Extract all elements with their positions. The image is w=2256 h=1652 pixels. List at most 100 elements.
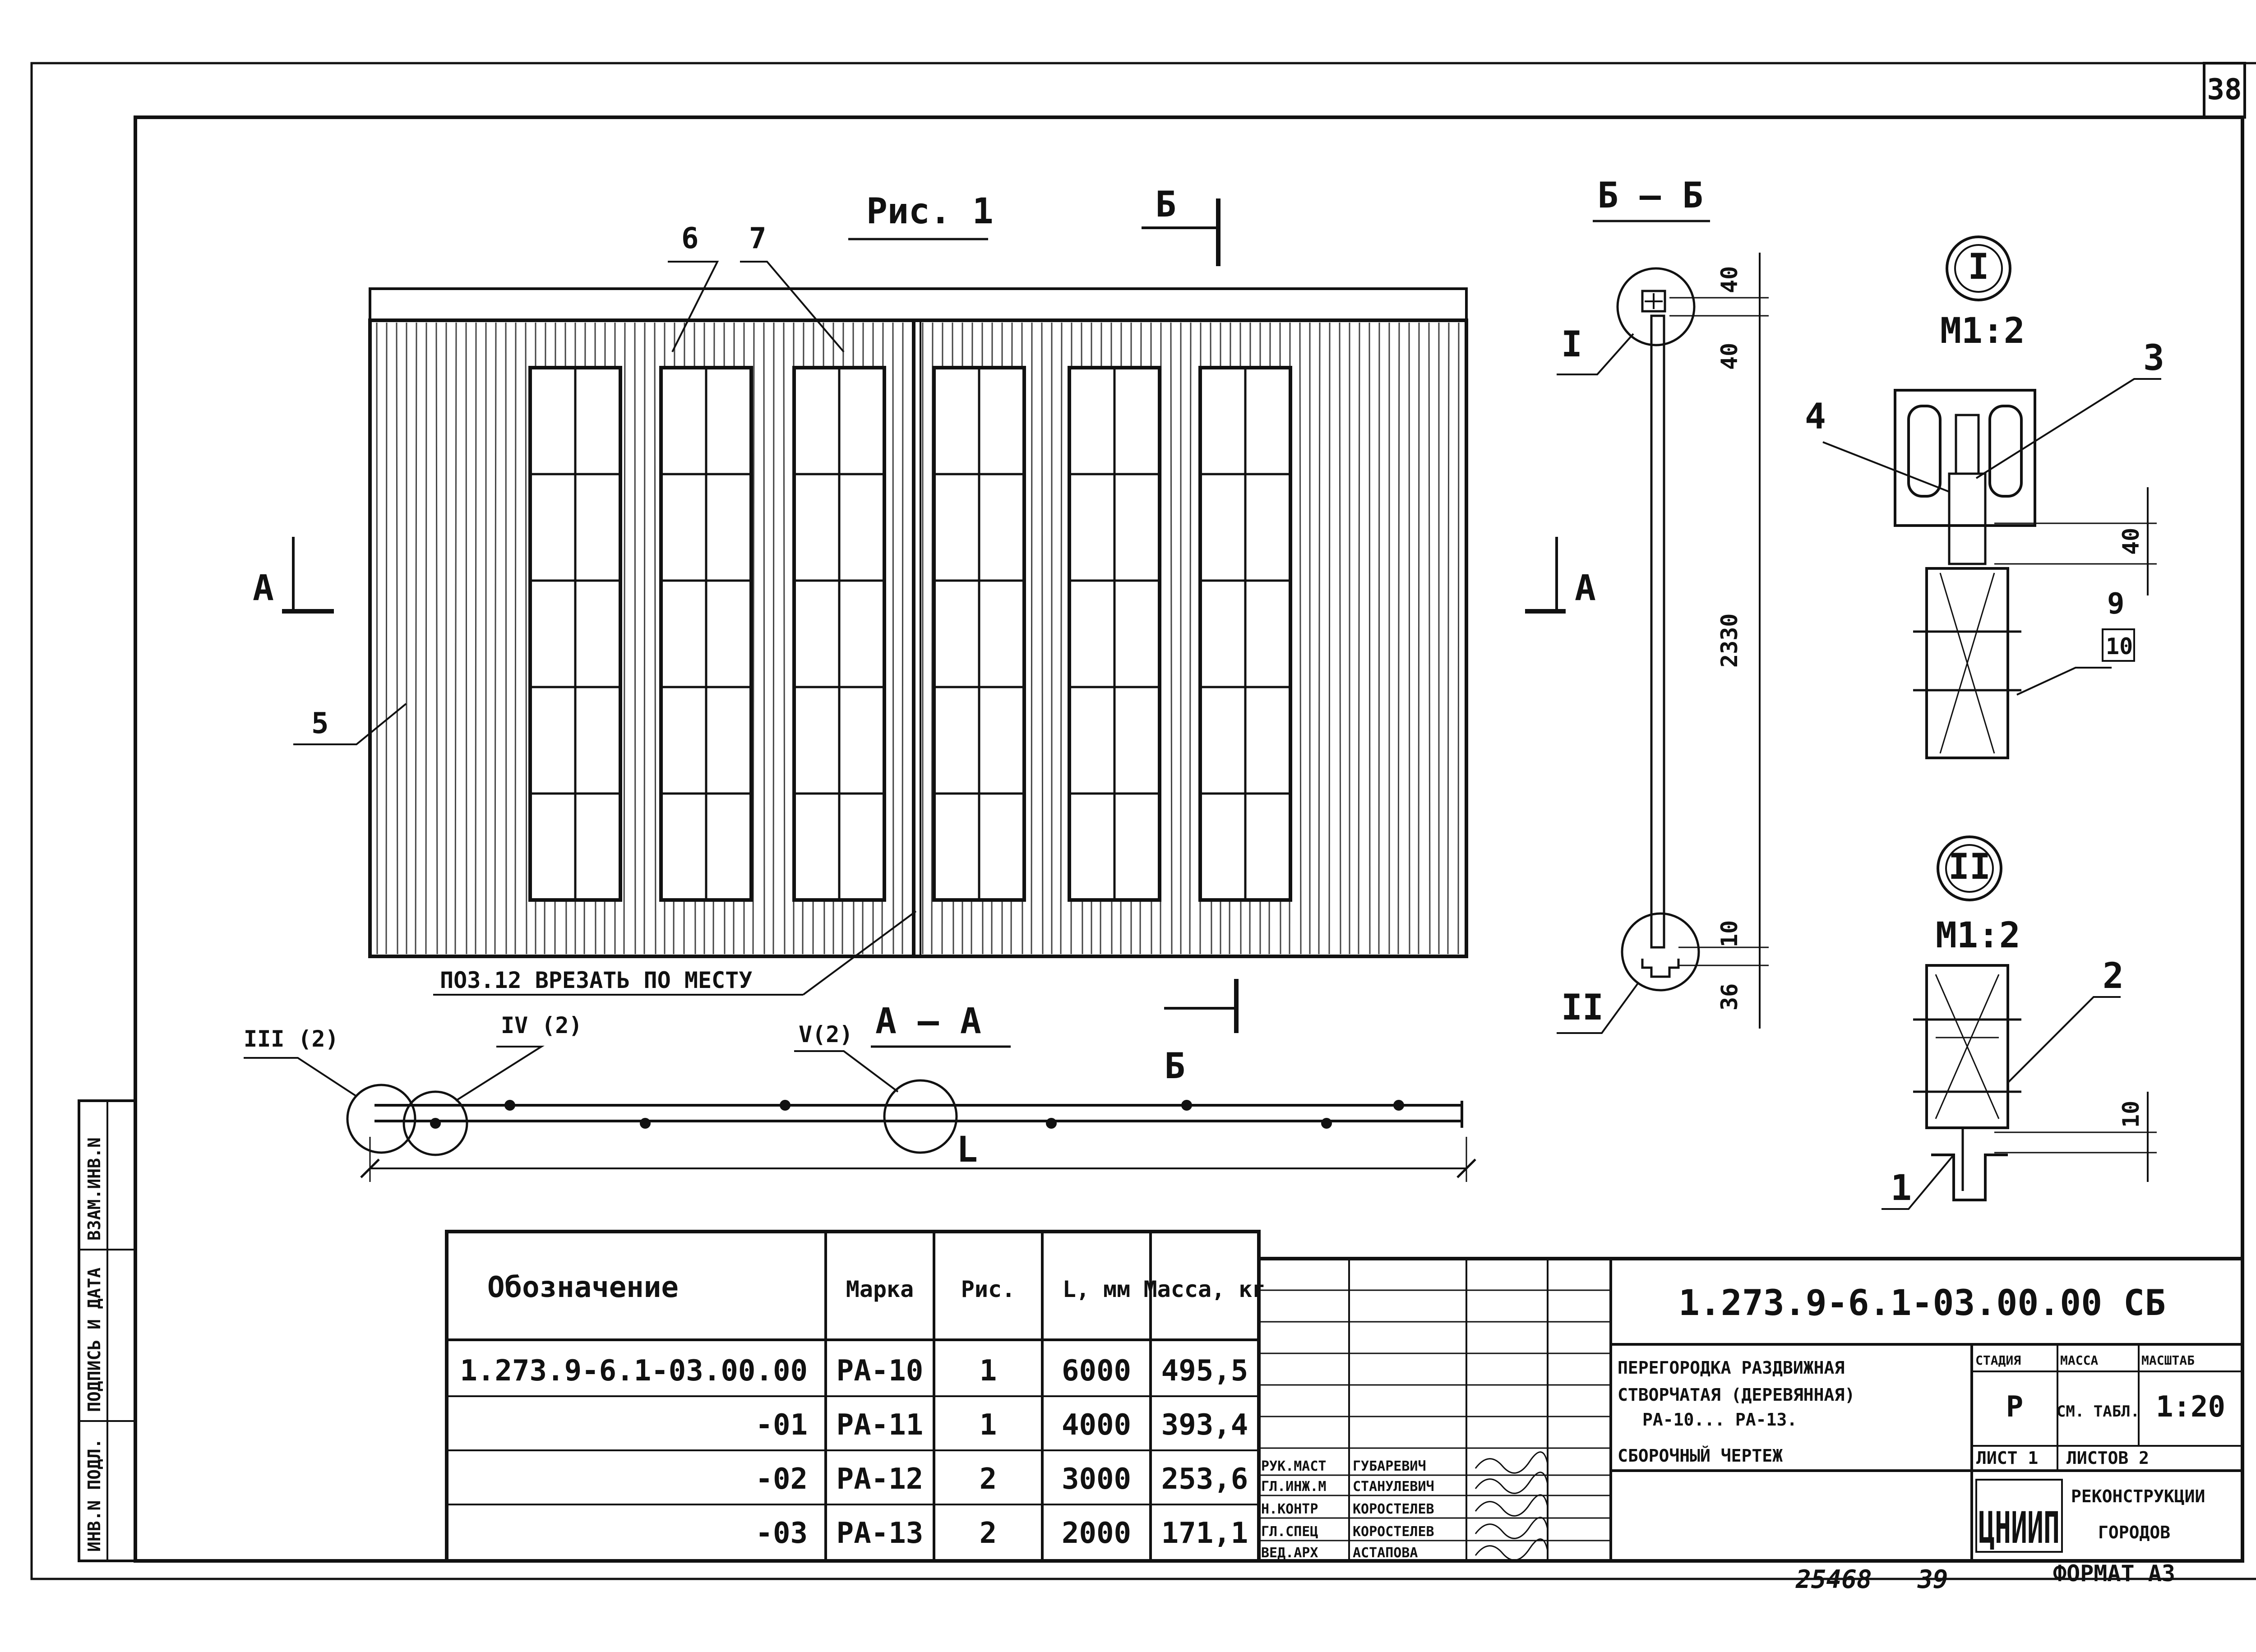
detail-I-pos-3: 3 <box>2143 338 2164 378</box>
svg-text:-01: -01 <box>755 1408 808 1442</box>
detail-II-pos-2: 2 <box>2103 956 2124 997</box>
svg-text:-02: -02 <box>755 1463 808 1496</box>
spec-row: -03 РА-13 2 2000 171,1 <box>755 1517 1248 1550</box>
detail-II <box>1913 835 2157 1201</box>
length-label: L <box>957 1130 978 1170</box>
svg-text:Н.КОНТР: Н.КОНТР <box>1261 1501 1318 1517</box>
doc-title-line-1: ПЕРЕГОРОДКА РАЗДВИЖНАЯ <box>1618 1358 1845 1378</box>
side-stamp-inv: ИНВ.N ПОДЛ. <box>84 1438 104 1552</box>
detail-I-pos-9: 9 <box>2107 587 2125 621</box>
detail-I-scale: М1:2 <box>1940 311 2025 351</box>
bb-dim-10: 10 <box>1716 920 1743 947</box>
bb-dim-40a: 40 <box>1716 266 1743 293</box>
page-number: 39 <box>1917 1565 1948 1594</box>
callout-iii: III (2) <box>244 1026 339 1052</box>
svg-text:РА-10: РА-10 <box>837 1354 924 1388</box>
partition-elevation <box>368 287 1468 958</box>
side-stamp-replace: ВЗАМ.ИНВ.N <box>84 1137 104 1241</box>
org-logo <box>1975 1479 2063 1553</box>
spec-row: -01 РА-11 1 4000 393,4 <box>755 1408 1248 1442</box>
svg-text:2: 2 <box>980 1463 997 1496</box>
section-mark-a-left: А <box>253 537 334 614</box>
detail-I-title: I <box>1968 247 1989 287</box>
section-aa-title: А – А <box>875 1001 981 1042</box>
figure-label: Рис. 1 <box>866 191 994 232</box>
org-line-1: РЕКОНСТРУКЦИИ <box>2071 1486 2205 1506</box>
doc-title-line-3: РА-10... РА-13. <box>1642 1410 1797 1430</box>
svg-text:-03: -03 <box>755 1517 808 1550</box>
svg-text:1: 1 <box>980 1408 997 1442</box>
spec-header-length: L, мм <box>1063 1276 1131 1302</box>
callout-I-label: I <box>1561 324 1582 365</box>
side-stamp-sign: ПОДПИСЬ И ДАТА <box>84 1268 104 1412</box>
cut-in-note: ПОЗ.12 ВРЕЗАТЬ ПО МЕСТУ <box>440 967 752 993</box>
bb-dim-40b: 40 <box>1716 343 1743 370</box>
detail-I-pos-10: 10 <box>2106 633 2133 660</box>
signature-row: ГЛ.СПЕЦ КОРОСТЕЛЕВ <box>1261 1524 1434 1540</box>
detail-II-scale: М1:2 <box>1936 915 2020 956</box>
svg-text:ВЕД.АРХ: ВЕД.АРХ <box>1261 1545 1318 1561</box>
svg-text:РА-12: РА-12 <box>837 1463 924 1496</box>
svg-text:393,4: 393,4 <box>1161 1408 1248 1442</box>
spec-header-mark: Марка <box>846 1276 914 1302</box>
detail-II-pos-1: 1 <box>1891 1168 1912 1209</box>
svg-text:АСТАПОВА: АСТАПОВА <box>1353 1545 1418 1561</box>
svg-text:2000: 2000 <box>1062 1517 1131 1550</box>
svg-text:4000: 4000 <box>1062 1408 1131 1442</box>
sheet-number-box <box>2203 62 2246 119</box>
pos-5: 5 <box>311 707 329 740</box>
svg-text:3000: 3000 <box>1062 1463 1131 1496</box>
spec-row: 1.273.9-6.1-03.00.00 РА-10 1 6000 495,5 <box>460 1354 1248 1388</box>
svg-text:А: А <box>253 568 274 609</box>
svg-text:2: 2 <box>980 1517 997 1550</box>
svg-text:ГЛ.СПЕЦ: ГЛ.СПЕЦ <box>1261 1524 1318 1540</box>
stage-value: Р <box>2006 1390 2024 1424</box>
svg-text:1.273.9-6.1-03.00.00: 1.273.9-6.1-03.00.00 <box>460 1354 808 1388</box>
svg-text:ГУБАРЕВИЧ: ГУБАРЕВИЧ <box>1353 1458 1426 1474</box>
sheet-number: 38 <box>2207 73 2242 106</box>
spec-header-fig: Рис. <box>961 1276 1015 1302</box>
svg-text:6000: 6000 <box>1062 1354 1131 1388</box>
spec-row: -02 РА-12 2 3000 253,6 <box>755 1463 1248 1496</box>
pos-6: 6 <box>681 222 699 255</box>
section-bb-title: Б – Б <box>1597 175 1703 216</box>
outer-frame <box>30 62 2256 1580</box>
svg-text:КОРОСТЕЛЕВ: КОРОСТЕЛЕВ <box>1353 1524 1434 1540</box>
svg-text:253,6: 253,6 <box>1161 1463 1248 1496</box>
org-logo-text: ЦНИИП <box>1979 1503 2060 1553</box>
pos-7: 7 <box>749 222 767 255</box>
scale-header: МАСШТАБ <box>2141 1353 2195 1368</box>
scale-value: 1:20 <box>2156 1390 2225 1424</box>
svg-text:Б: Б <box>1164 1046 1185 1087</box>
org-line-2: ГОРОДОВ <box>2098 1523 2170 1542</box>
spec-header-mass: Масса, кг <box>1144 1276 1266 1302</box>
svg-text:ГЛ.ИНЖ.М: ГЛ.ИНЖ.М <box>1261 1479 1327 1495</box>
callout-iv: IV (2) <box>501 1012 582 1038</box>
doc-title-line-2: СТВОРЧАТАЯ (ДЕРЕВЯННАЯ) <box>1618 1385 1855 1405</box>
side-stamp: ИНВ.N ПОДЛ. ПОДПИСЬ И ДАТА ВЗАМ.ИНВ.N <box>78 1099 137 1562</box>
section-aa-plan <box>346 1079 1476 1182</box>
section-bb-profile <box>1616 253 1769 1029</box>
svg-text:СТАНУЛЕВИЧ: СТАНУЛЕВИЧ <box>1353 1479 1434 1495</box>
section-mark-a-right: А <box>1525 537 1596 614</box>
svg-text:А: А <box>1575 568 1596 609</box>
bb-dim-36: 36 <box>1716 983 1743 1011</box>
format-label: ФОРМАТ А3 <box>2053 1560 2175 1587</box>
svg-text:495,5: 495,5 <box>1161 1354 1248 1388</box>
detail-II-dim-10: 10 <box>2118 1101 2144 1128</box>
stage-header: СТАДИЯ <box>1975 1353 2021 1368</box>
title-block <box>1257 1257 2244 1563</box>
sheet-total: ЛИСТОВ 2 <box>2066 1448 2149 1468</box>
svg-text:РУК.МАСТ: РУК.МАСТ <box>1261 1458 1327 1474</box>
signature-row: ВЕД.АРХ АСТАПОВА <box>1261 1545 1418 1561</box>
signature-row: ГЛ.ИНЖ.М СТАНУЛЕВИЧ <box>1261 1479 1434 1495</box>
svg-text:РА-13: РА-13 <box>837 1517 924 1550</box>
svg-text:РА-11: РА-11 <box>837 1408 924 1442</box>
svg-text:171,1: 171,1 <box>1161 1517 1248 1550</box>
signature-row: Н.КОНТР КОРОСТЕЛЕВ <box>1261 1501 1434 1517</box>
section-mark-b-top: Б <box>1142 185 1220 266</box>
doc-title-line-4: СБОРОЧНЫЙ ЧЕРТЕЖ <box>1618 1446 1783 1466</box>
bb-dim-2330: 2330 <box>1716 614 1743 668</box>
section-mark-b-bottom: Б <box>1164 979 1239 1087</box>
